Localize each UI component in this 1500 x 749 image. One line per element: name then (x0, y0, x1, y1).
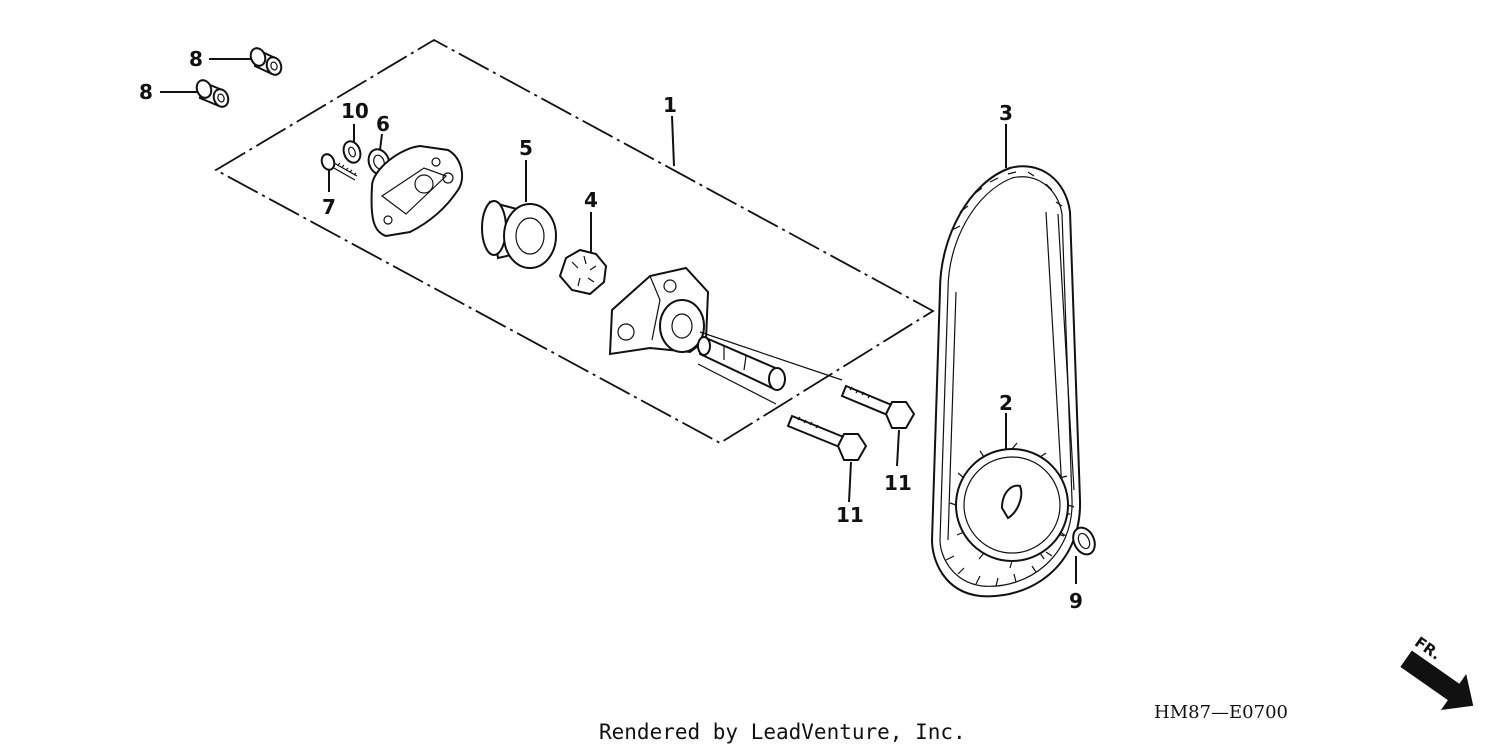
sprocket-2 (949, 442, 1075, 569)
callout-10: 10 (341, 99, 369, 123)
reference-code: HM87—E0700 (1154, 702, 1288, 723)
pump-body (608, 266, 710, 356)
callout-2: 2 (999, 391, 1013, 415)
callout-8-upper: 8 (189, 47, 203, 71)
callout-4: 4 (584, 188, 598, 212)
callout-5: 5 (519, 136, 533, 160)
callout-11-right: 11 (884, 471, 912, 495)
front-direction-arrow-icon: FR. (1400, 633, 1474, 710)
washer-10 (342, 140, 362, 164)
callout-3: 3 (999, 101, 1013, 125)
callout-11-left: 11 (836, 503, 864, 527)
dowel-pin-upper (249, 47, 283, 76)
bolt-11-upper (840, 384, 916, 429)
callout-8-lower: 8 (139, 80, 153, 104)
callout-1: 1 (663, 93, 677, 117)
pump-shaft (697, 336, 786, 391)
callout-6: 6 (376, 112, 390, 136)
bolt-11-lower (786, 414, 868, 461)
callout-9: 9 (1069, 589, 1083, 613)
callout-7: 7 (322, 195, 336, 219)
snap-ring-9 (1072, 526, 1096, 556)
shaft-axis-line (697, 331, 843, 405)
pump-cover (370, 144, 464, 238)
leader-lines (160, 58, 1077, 584)
credit-text: Rendered by LeadVenture, Inc. (599, 720, 966, 744)
assembly-outline (214, 38, 935, 445)
dowel-pin-lower (195, 79, 230, 108)
outer-rotor-5 (481, 200, 557, 269)
inner-rotor-4 (558, 248, 608, 296)
screw-7 (320, 153, 358, 181)
